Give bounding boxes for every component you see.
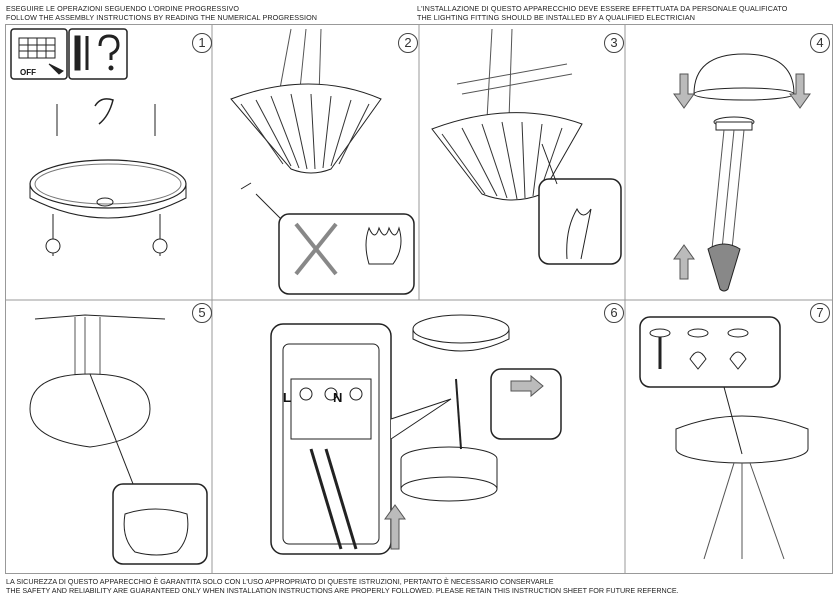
footer: LA SICUREZZA DI QUESTO APPARECCHIO È GAR…	[6, 577, 679, 595]
footer-line1: LA SICUREZZA DI QUESTO APPARECCHIO È GAR…	[6, 577, 554, 586]
step-number-4: 4	[810, 33, 830, 53]
header-right-line1: L'INSTALLAZIONE DI QUESTO APPARECCHIO DE…	[417, 4, 788, 13]
step-number-5: 5	[192, 303, 212, 323]
header-left: ESEGUIRE LE OPERAZIONI SEGUENDO L'ORDINE…	[6, 4, 317, 22]
header-left-line2: FOLLOW THE ASSEMBLY INSTRUCTIONS BY READ…	[6, 13, 318, 22]
step-1-illustration	[10, 28, 187, 256]
step-number-6: 6	[604, 303, 624, 323]
step-number-2: 2	[398, 33, 418, 53]
step-3-illustration	[431, 28, 622, 265]
step-6-illustration	[270, 314, 562, 555]
step-2-illustration	[230, 28, 415, 295]
tools-icon	[68, 28, 128, 80]
terminal-label-n: N	[333, 390, 343, 405]
header-left-line1: ESEGUIRE LE OPERAZIONI SEGUENDO L'ORDINE…	[6, 4, 240, 13]
terminal-label-l: L	[283, 390, 291, 405]
footer-line2: THE SAFETY AND RELIABILITY ARE GUARANTEE…	[6, 586, 679, 595]
step-7-illustration	[639, 316, 809, 560]
step-4-illustration	[673, 53, 811, 292]
header-right: L'INSTALLAZIONE DI QUESTO APPARECCHIO DE…	[417, 4, 787, 22]
header-right-line2: THE LIGHTING FITTING SHOULD BE INSTALLED…	[417, 13, 696, 22]
off-switch-label: OFF	[20, 68, 36, 77]
step-number-3: 3	[604, 33, 624, 53]
grid-lines	[6, 25, 832, 573]
step-5-illustration	[29, 314, 208, 565]
step-number-1: 1	[192, 33, 212, 53]
step-number-7: 7	[810, 303, 830, 323]
instruction-grid	[5, 24, 833, 574]
power-off-icon	[10, 28, 68, 80]
